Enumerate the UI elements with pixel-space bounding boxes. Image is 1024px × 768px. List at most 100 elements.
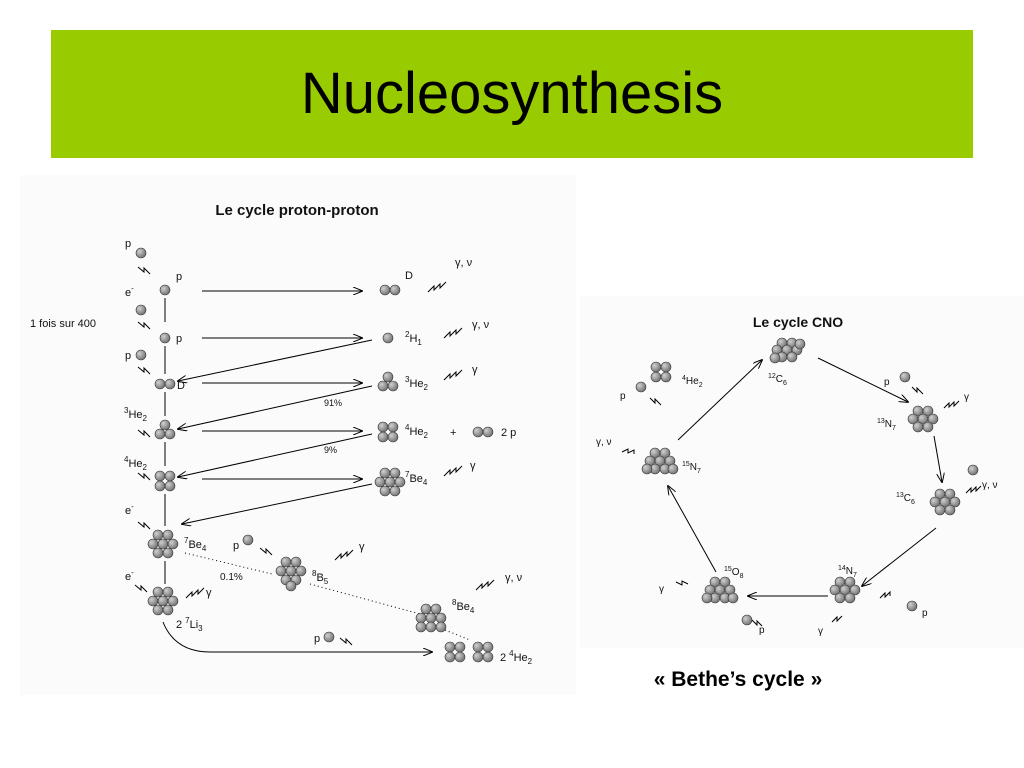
c12-ball: [794, 338, 806, 350]
he4-ball: [444, 651, 456, 663]
n15-ball: [667, 463, 679, 475]
be8-ball: [435, 612, 447, 624]
label-gamma-nu: γ, ν: [505, 572, 523, 584]
pp-products: [275, 284, 494, 663]
deuteron-ball: [389, 284, 401, 296]
proton-ball: [635, 381, 647, 393]
sup: 15: [724, 566, 732, 573]
svg-text:e-: e-: [125, 568, 134, 583]
n13-ball: [927, 413, 939, 425]
li7-ball: [147, 595, 159, 607]
pp-chain-diagram: Le cycle proton-proton 1 fois sur 400: [20, 175, 576, 695]
sup: 12: [768, 373, 776, 380]
be8-ball: [415, 621, 427, 633]
caption-bethe-cycle: « Bethe’s cycle »: [653, 668, 823, 691]
o15-ball: [719, 576, 731, 588]
label-two: 2: [500, 652, 506, 664]
sub: 3: [198, 624, 203, 633]
svg-text:3He2: 3He2: [405, 375, 429, 392]
sup: 8: [452, 598, 457, 607]
label-two: 2: [176, 619, 182, 631]
he3-ball: [387, 380, 399, 392]
he4-ball: [377, 421, 389, 433]
li7-ball: [162, 604, 174, 616]
proton-ball: [159, 332, 171, 344]
be8-ball: [430, 603, 442, 615]
pp-arrows: [162, 291, 471, 652]
label-e: e: [125, 505, 131, 517]
label-p: p: [922, 608, 928, 619]
he4-ball: [650, 361, 662, 373]
be7-ball: [384, 476, 396, 488]
sup: 13: [877, 418, 885, 425]
label-n: N: [846, 566, 853, 577]
label-p: p: [884, 377, 890, 388]
be7-ball: [162, 547, 174, 559]
svg-text:7Be4: 7Be4: [184, 536, 207, 553]
label-2p: 2 p: [501, 427, 516, 439]
he4-ball: [472, 651, 484, 663]
be7-ball: [152, 529, 164, 541]
label-p: p: [125, 238, 131, 250]
deuteron-ball: [154, 378, 166, 390]
li7-ball: [162, 586, 174, 598]
proton-ball: [741, 614, 753, 626]
be7-ball: [167, 538, 179, 550]
label-n: N: [885, 419, 892, 430]
be7-ball: [379, 485, 391, 497]
svg-text:15N7: 15N7: [682, 461, 701, 475]
sub: 2: [699, 382, 703, 389]
proton-ball: [472, 426, 484, 438]
he4-ball: [387, 421, 399, 433]
li7-ball: [157, 595, 169, 607]
svg-text:12C6: 12C6: [768, 373, 787, 387]
sub: 6: [783, 380, 787, 387]
proton-ball: [482, 426, 494, 438]
sub: 2: [143, 414, 148, 423]
deuteron-ball: [379, 284, 391, 296]
b8-ball: [280, 556, 292, 568]
he3-ball: [164, 428, 176, 440]
label-d: D: [405, 270, 413, 282]
label-p: p: [176, 271, 182, 283]
svg-text:13C6: 13C6: [896, 492, 915, 506]
sub: 2: [143, 463, 148, 472]
sup: 7: [185, 616, 190, 625]
label-gamma: γ: [206, 587, 212, 599]
label-p: p: [759, 625, 765, 636]
svg-text:2H1: 2H1: [405, 330, 422, 347]
proton-ball: [135, 304, 147, 316]
b8-ball: [285, 565, 297, 577]
label-gamma: γ: [472, 364, 478, 376]
svg-text:4He2: 4He2: [124, 455, 148, 472]
svg-text:8Be4: 8Be4: [452, 598, 475, 615]
label-p: p: [125, 350, 131, 362]
label-gamma: γ: [964, 392, 969, 403]
sub: 6: [911, 499, 915, 506]
sub: 1: [417, 338, 422, 347]
proton-ball: [899, 371, 911, 383]
be7-ball: [394, 476, 406, 488]
he4-ball: [444, 641, 456, 653]
sub: 4: [423, 478, 428, 487]
sup: 15: [682, 461, 690, 468]
svg-text:4He2: 4He2: [682, 375, 703, 389]
c13-ball: [949, 496, 961, 508]
pp-left-column: [135, 247, 335, 643]
proton-ball: [135, 247, 147, 259]
label-he: He: [409, 426, 423, 438]
proton-ball: [159, 284, 171, 296]
label-gamma-nu: γ, ν: [455, 257, 473, 269]
he3-ball: [159, 419, 171, 431]
he4-ball: [164, 470, 176, 482]
deuteron-ball: [164, 378, 176, 390]
label-n: N: [690, 462, 697, 473]
n15-ball: [659, 447, 671, 459]
he4-ball: [660, 371, 672, 383]
svg-text:e-: e-: [125, 284, 134, 299]
label-d: D: [177, 380, 185, 392]
label-minus: -: [131, 502, 134, 511]
label-gamma-nu: γ, ν: [472, 319, 490, 331]
be7-ball: [389, 467, 401, 479]
label-be: Be: [409, 473, 422, 485]
